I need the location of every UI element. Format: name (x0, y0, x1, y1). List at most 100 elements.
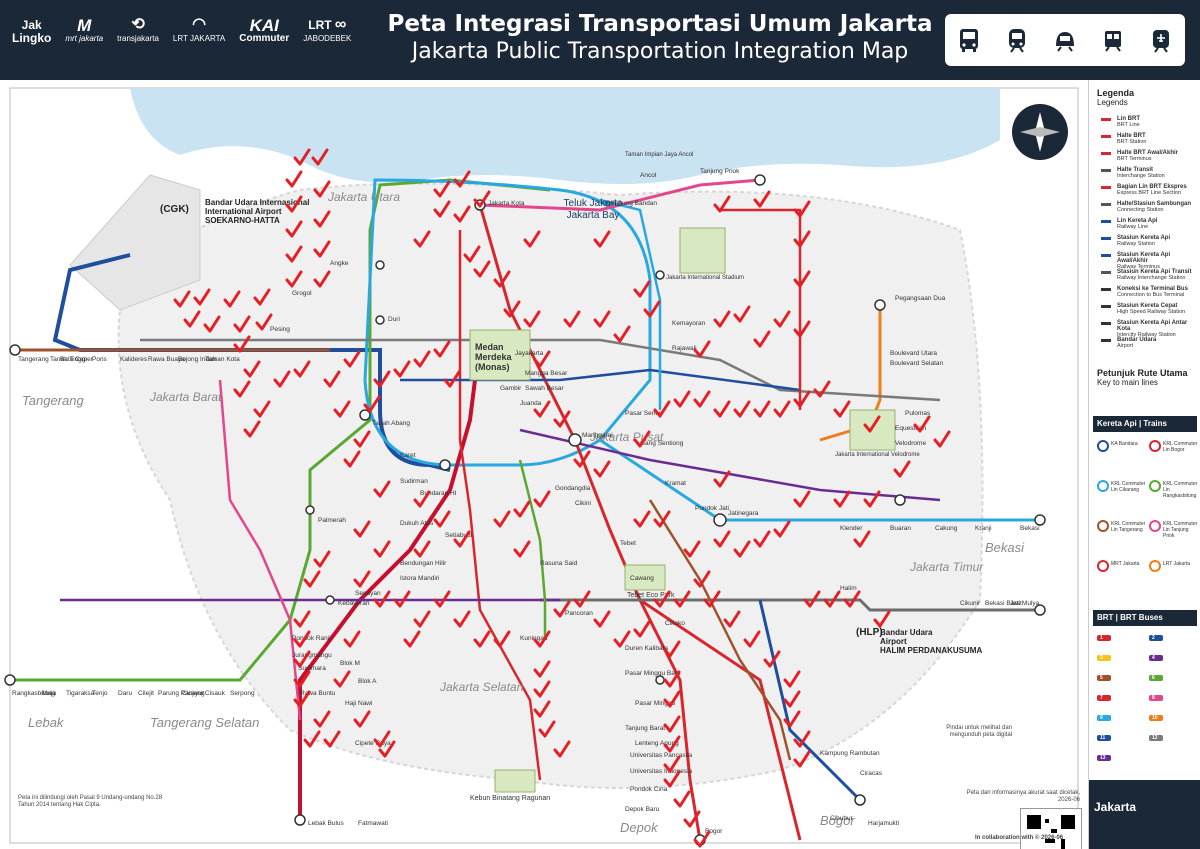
station-label: Kampung Rambutan (820, 750, 880, 757)
station-label: Parung Panjang (158, 690, 205, 697)
checkmark-icon (413, 490, 431, 508)
checkmark-icon (753, 190, 771, 208)
checkmark-icon (653, 400, 671, 418)
checkmark-icon (933, 430, 951, 448)
checkmark-icon (633, 280, 651, 298)
station-tanjung-priok (754, 174, 766, 186)
brt-corridor-5 (599, 198, 662, 410)
bus-icon (960, 29, 978, 52)
station-label: Tanjung Barat (625, 725, 666, 732)
checkmark-icon (293, 670, 311, 688)
checkmark-icon (773, 520, 791, 538)
qr-code[interactable] (1020, 808, 1082, 849)
velodrome-park (849, 409, 896, 451)
checkmark-icon (343, 630, 361, 648)
train-line-name: KRL Commuter Lin Bogor (1163, 441, 1198, 453)
legend-swatch (1101, 118, 1111, 121)
checkmark-icon (793, 320, 811, 338)
checkmark-icon (893, 460, 911, 478)
checkmark-icon (613, 325, 631, 343)
station-label: Dukuh Atas (400, 520, 434, 527)
checkmark-icon (453, 530, 471, 548)
legend-swatch (1101, 152, 1111, 155)
checkmark-icon (713, 195, 731, 213)
checkmark-icon (373, 480, 391, 498)
checkmark-icon (313, 550, 331, 568)
brt-corridor-10 (720, 208, 802, 410)
train-line-badge (1097, 560, 1109, 572)
checkmark-icon (343, 450, 361, 468)
legend-swatch (1101, 203, 1111, 206)
train-line-name: MRT Jakarta (1111, 561, 1140, 567)
brt-corridor-badge (1097, 715, 1111, 721)
checkmark-icon (373, 730, 391, 748)
brt-panel-head: BRT | BRT Buses (1093, 610, 1197, 626)
checkmark-icon (473, 260, 491, 278)
region-tangerang-selatan: Tangerang Selatan (150, 715, 260, 730)
station-label: Senayan (355, 590, 381, 597)
lrt-icon (1105, 31, 1121, 52)
brt-corridor-1 (458, 230, 542, 781)
region-bekasi: Bekasi (985, 540, 1025, 555)
cgk-airport-label: Bandar Udara Internasional International… (205, 198, 310, 225)
checkmark-icon (633, 430, 651, 448)
station-label: Kramat (665, 480, 686, 487)
checkmark-icon (783, 690, 801, 708)
tanjung-priok-rail-line (479, 178, 761, 212)
brt-corridor-code: 8 (1152, 695, 1155, 701)
checkmark-icon (333, 670, 351, 688)
station-label: Tanah Tinggi (50, 356, 87, 363)
station-label: Serpong (230, 690, 255, 697)
station-label: Rajawali (672, 345, 697, 352)
checkmark-icon (643, 300, 661, 318)
station-label: Pasar Senen (625, 410, 663, 417)
checkmark-icon (653, 510, 671, 528)
checkmark-icon (313, 240, 331, 258)
monas-park (469, 329, 531, 381)
checkmark-icon (803, 590, 821, 608)
checkmark-icon (793, 230, 811, 248)
checkmark-icon (843, 590, 861, 608)
station-label: Rangkasbitung (12, 690, 56, 697)
checkmark-icon (453, 610, 471, 628)
checkmark-icon (793, 390, 811, 408)
bay-name-en: Jakarta Bay (566, 210, 620, 221)
title-indonesian: Peta Integrasi Transportasi Umum Jakarta (387, 11, 933, 37)
station-label: Jurangmangu (292, 652, 332, 659)
checkmark-icon (353, 710, 371, 728)
train-line-name: KRL Commuter Lin Cikarang (1111, 481, 1146, 493)
checkmark-icon (553, 410, 571, 428)
checkmark-icon (633, 620, 651, 638)
checkmark-icon (353, 430, 371, 448)
mode-icons (945, 14, 1185, 66)
station-label: Jati Mulya (1010, 600, 1040, 607)
train-line-badge (1097, 480, 1109, 492)
region-depok: Depok (620, 820, 658, 835)
checkmark-icon (393, 590, 411, 608)
station-label: Universitas Indonesia (630, 768, 693, 775)
station-label: Bojong Indah (178, 356, 217, 363)
legend-swatch (1101, 288, 1111, 291)
checkmark-icon (783, 670, 801, 688)
checkmark-icon (193, 288, 211, 306)
legend-swatch (1101, 271, 1111, 274)
checkmark-icon (255, 313, 273, 331)
brt-corridor-code: 13 (1100, 755, 1106, 761)
checkmark-icon (233, 315, 251, 333)
bay-name-id: Teluk Jakarta (563, 198, 623, 209)
checkmark-icon (513, 540, 531, 558)
station-label: Rasuna Said (540, 560, 578, 567)
station-label: Kuningan (520, 635, 548, 642)
brt-corridor-badge (1097, 655, 1111, 661)
